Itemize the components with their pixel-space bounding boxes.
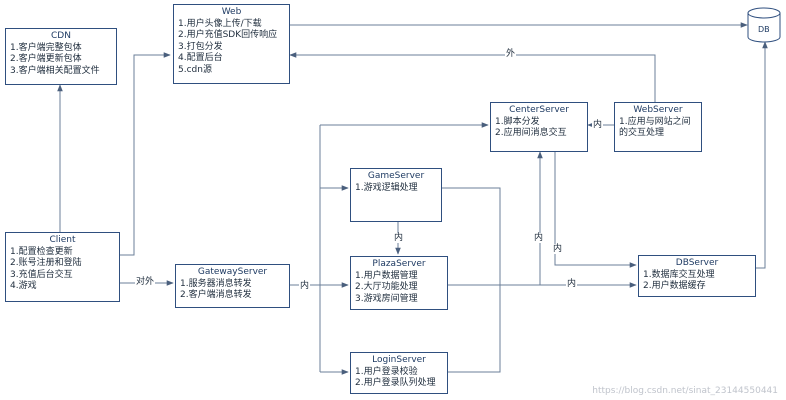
plazaserver-line-2: 2.大厅功能处理	[355, 282, 418, 292]
label-inner-plaza-dbserver: 内	[566, 279, 578, 289]
centerserver-line-2: 2.应用间消息交互	[495, 128, 567, 138]
web-line-5: 5.cdn源	[178, 64, 212, 75]
gameserver-title: GameServer	[367, 171, 425, 181]
client-line-3: 3.充值后台交互	[10, 269, 73, 280]
label-inner-gateway-bus: 内	[299, 281, 311, 291]
plazaserver-line-3: 3.游戏房间管理	[355, 293, 418, 304]
gateway-box: GatewayServer 1.服务器消息转发 2.客户端消息转发	[175, 264, 290, 308]
centerserver-line-1: 1.脚本分发	[495, 116, 540, 127]
web-line-2: 2.用户充值SDK回传响应	[178, 30, 278, 40]
client-line-4: 4.游戏	[10, 281, 37, 291]
gateway-line-1: 1.服务器消息转发	[180, 278, 252, 289]
web-box: Web 1.用户头像上传/下载 2.用户充值SDK回传响应 3.打包分发 4.配…	[173, 4, 290, 84]
web-line-4: 4.配置后台	[178, 53, 223, 63]
gateway-line-2: 2.客户端消息转发	[180, 290, 252, 300]
loginserver-title: LoginServer	[372, 355, 426, 365]
edge-client-web	[120, 52, 171, 256]
label-inner-game-plaza: 内	[393, 233, 405, 243]
client-box: Client 1.配置检查更新 2.账号注册和登陆 3.充值后台交互 4.游戏	[5, 232, 120, 302]
label-external-client-gateway: 对外	[135, 277, 156, 287]
plazaserver-title: PlazaServer	[372, 259, 426, 269]
centerserver-box: CenterServer 1.脚本分发 2.应用间消息交互	[490, 102, 588, 152]
plazaserver-box: PlazaServer 1.用户数据管理 2.大厅功能处理 3.游戏房间管理	[350, 256, 448, 310]
label-inner-center-down: 内	[533, 233, 545, 243]
gameserver-box: GameServer 1.游戏逻辑处理	[350, 168, 442, 222]
cdn-line-3: 3.客户端相关配置文件	[10, 65, 100, 76]
label-inner-webserver-center: 内	[592, 120, 604, 130]
loginserver-line-1: 1.用户登录校验	[355, 366, 418, 377]
gameserver-line-1: 1.游戏逻辑处理	[355, 182, 418, 193]
watermark: https://blog.csdn.net/sinat_23144550441	[592, 386, 778, 396]
webserver-box: WebServer 1.应用与网站之间 的交互处理	[614, 102, 702, 152]
cdn-line-1: 1.客户端完整包体	[10, 42, 82, 53]
web-line-3: 3.打包分发	[178, 41, 223, 52]
client-title: Client	[49, 235, 76, 245]
cdn-line-2: 2.客户端更新包体	[10, 54, 82, 64]
centerserver-title: CenterServer	[509, 105, 569, 115]
web-title: Web	[221, 7, 242, 17]
client-line-2: 2.账号注册和登陆	[10, 258, 82, 268]
label-inner-center-dbserver: 内	[552, 244, 564, 254]
web-line-1: 1.用户头像上传/下载	[178, 18, 262, 29]
edge-webserver-web	[289, 52, 656, 102]
webserver-line-1: 1.应用与网站之间	[619, 116, 691, 127]
dbserver-line-2: 2.用户数据缓存	[643, 281, 706, 291]
db-cylinder	[747, 7, 781, 43]
edge-game-right	[440, 187, 501, 373]
webserver-line-2: 的交互处理	[619, 128, 665, 138]
db-label: DB	[758, 25, 770, 34]
dbserver-title: DBServer	[675, 258, 719, 268]
edge-dbserver-db	[756, 41, 768, 269]
edge-center-dbserver	[554, 152, 637, 268]
gateway-title: GatewayServer	[197, 267, 268, 277]
webserver-title: WebServer	[633, 105, 683, 115]
cdn-title: CDN	[51, 31, 71, 41]
dbserver-line-1: 1.数据库交互处理	[643, 269, 715, 280]
dbserver-box: DBServer 1.数据库交互处理 2.用户数据缓存	[638, 255, 756, 297]
loginserver-box: LoginServer 1.用户登录校验 2.用户登录队列处理	[350, 352, 448, 394]
label-outer-web: 外	[505, 49, 517, 59]
plazaserver-line-1: 1.用户数据管理	[355, 270, 418, 281]
client-line-1: 1.配置检查更新	[10, 246, 73, 257]
loginserver-line-2: 2.用户登录队列处理	[355, 378, 436, 388]
cdn-box: CDN 1.客户端完整包体 2.客户端更新包体 3.客户端相关配置文件	[5, 28, 117, 85]
